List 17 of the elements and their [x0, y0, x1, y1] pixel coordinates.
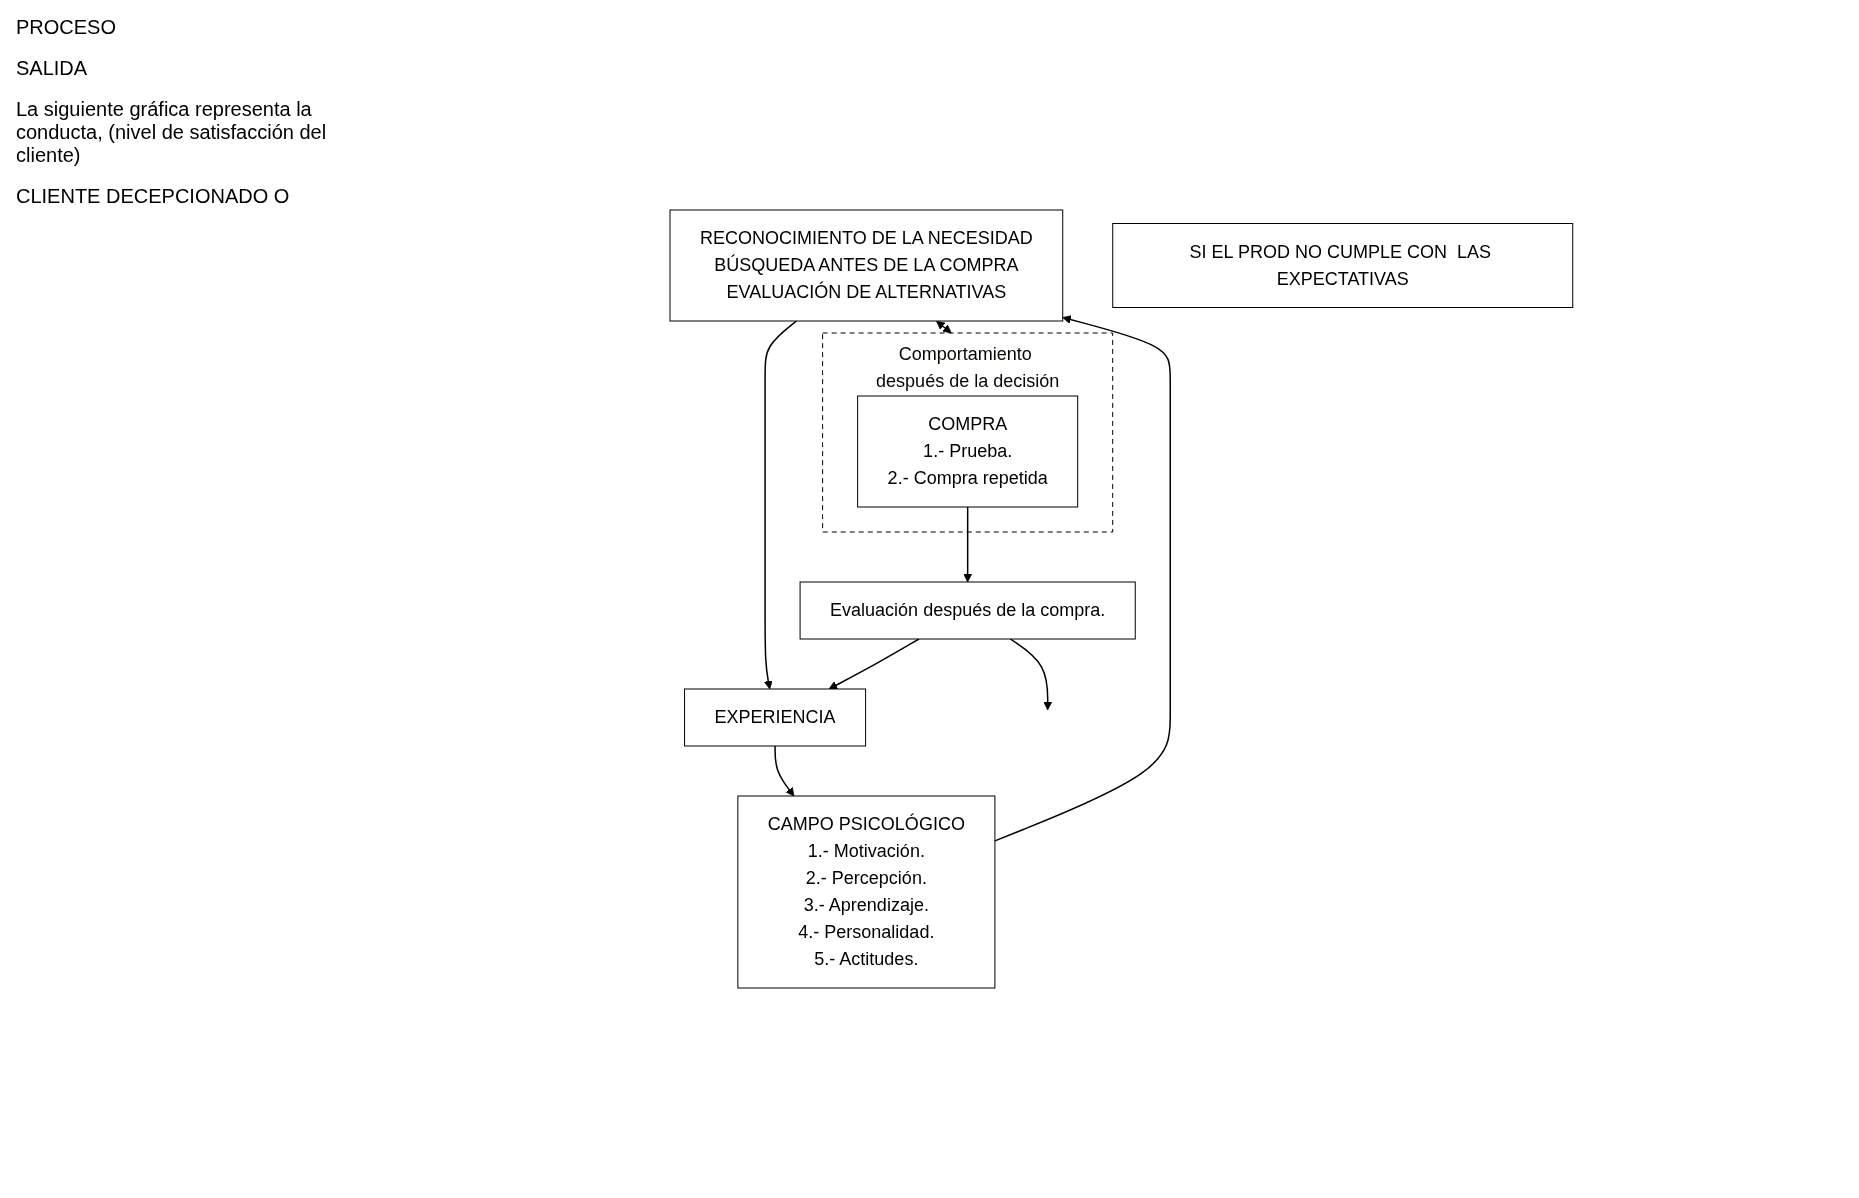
arrow	[1009, 638, 1053, 711]
arrow	[828, 638, 920, 690]
node-box: EXPERIENCIA	[684, 688, 867, 747]
node-box: RECONOCIMIENTO DE LA NECESIDAD BÚSQUEDA ANTES DE LA COMPRA EVALUACIÓN DE ALTERNATIVAS	[669, 209, 1064, 322]
note-text: PROCESO	[16, 16, 118, 39]
node-box: COMPRA 1.- Prueba. 2.- Compra repetida	[857, 395, 1079, 508]
note-text: CLIENTE DECEPCIONADO O	[16, 185, 291, 208]
node-box: CAMPO PSICOLÓGICO 1.- Motivación. 2.- Percepción. 3.- Aprendizaje. 4.- Personalidad. 5.- Actitudes.	[737, 795, 996, 989]
note-text: SALIDA	[16, 57, 89, 80]
arrow	[994, 315, 1172, 842]
node-box: Evaluación después de la compra.	[799, 581, 1136, 640]
arrow	[764, 320, 798, 690]
node-box: SI EL PROD NO CUMPLE CON LAS EXPECTATIVAS	[1112, 223, 1574, 308]
note-text: La siguiente gráfica representa la conducta, (nivel de satisfacción del cliente)	[16, 98, 328, 167]
arrow	[963, 506, 973, 583]
arrow	[774, 745, 795, 797]
arrow	[936, 320, 952, 334]
